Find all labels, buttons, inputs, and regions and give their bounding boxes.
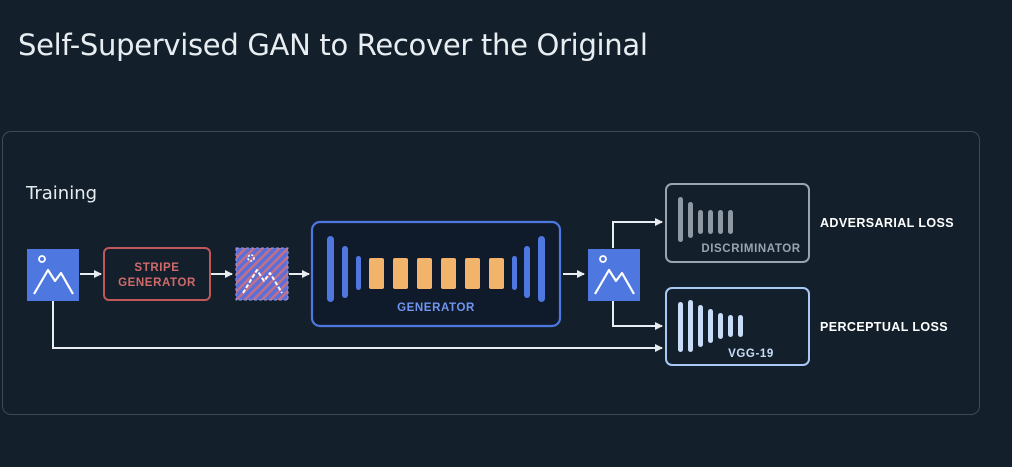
generated-image-icon (588, 249, 640, 301)
arrow-output-to-vgg (612, 300, 663, 330)
generator-bar (327, 236, 334, 302)
generator-bar (538, 236, 545, 302)
generator-label: GENERATOR (397, 302, 475, 314)
vgg-bar (678, 302, 683, 352)
vgg-bar (728, 315, 733, 337)
discriminator-label: DISCRIMINATOR (701, 243, 800, 255)
vgg-bar (738, 315, 743, 337)
discriminator-bar (718, 210, 723, 234)
discriminator-bar (708, 210, 713, 234)
generator-bar (512, 256, 517, 290)
vgg-bar (718, 313, 723, 339)
adversarial-loss-label: ADVERSARIAL LOSS (820, 216, 954, 230)
training-panel (2, 131, 980, 415)
stripe-generator-box: STRIPE GENERATOR (103, 247, 211, 301)
arrow-input-to-vgg (52, 301, 663, 352)
section-label: Training (26, 183, 98, 204)
perceptual-loss-label: PERCEPTUAL LOSS (820, 320, 948, 334)
discriminator-box: DISCRIMINATOR (665, 183, 810, 263)
generator-bar (356, 256, 361, 290)
generator-bar (441, 258, 456, 289)
vgg-bar (688, 300, 693, 352)
vgg-bar (708, 309, 713, 343)
discriminator-bar (688, 202, 693, 238)
discriminator-bar (678, 197, 683, 242)
arrow-output-to-discriminator (612, 218, 663, 248)
stripe-generator-label-line2: GENERATOR (118, 277, 196, 289)
vgg-bar (698, 305, 703, 347)
generator-bar (417, 258, 432, 289)
striped-image-icon (235, 247, 289, 301)
generator-bar (393, 258, 408, 289)
vgg-label: VGG-19 (728, 348, 774, 360)
connector-arrows (52, 218, 663, 352)
generator-box: GENERATOR (310, 220, 562, 328)
stripe-generator-label-line1: STRIPE (134, 262, 179, 274)
generator-bar (342, 246, 348, 298)
generator-bar (524, 246, 530, 298)
image-icon (27, 249, 79, 301)
discriminator-bar (728, 210, 733, 234)
vgg-box: VGG-19 (665, 287, 810, 366)
generator-bar (369, 258, 384, 289)
generator-bar (465, 258, 480, 289)
generator-bar (489, 258, 504, 289)
page-title: Self-Supervised GAN to Recover the Origi… (18, 28, 648, 62)
discriminator-bar (698, 210, 703, 234)
